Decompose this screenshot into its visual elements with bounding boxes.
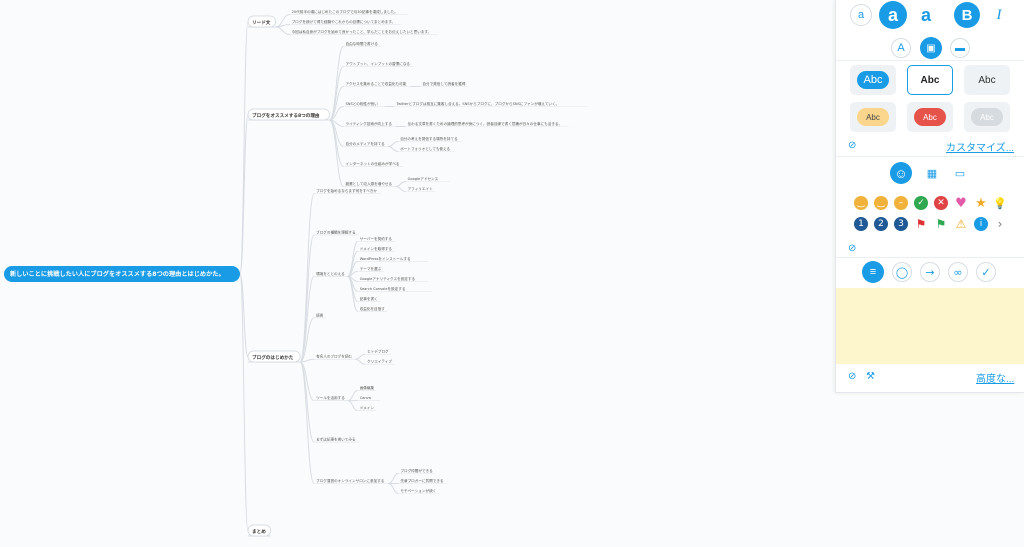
child-node[interactable]: アクセスを集めることで収益化も可能 [346, 81, 407, 86]
branch-node[interactable]: リード文 [247, 15, 276, 28]
grandchild-node[interactable]: 伝わる文章を書くための論理的思考が身につく。読者目線で書く意識が日々の仕事にも活… [408, 121, 562, 126]
style-tile-4[interactable]: Abc [850, 102, 896, 132]
number-2-icon[interactable]: 2 [874, 217, 888, 231]
child-node[interactable]: 今回は私自身がブログを始めて良かったこと、学んだことをお伝えしたいと思います。 [292, 29, 432, 34]
cross-icon[interactable]: ✕ [934, 196, 948, 210]
grandchild-node[interactable]: Googleアナリティクスを設定する [360, 276, 416, 281]
child-node[interactable]: アウトプット、インプットの習慣になる [346, 61, 411, 66]
text-size-medium-button[interactable]: a [920, 4, 931, 25]
grandchild-node[interactable]: ヒトデブログ [367, 349, 389, 354]
task-check-icon[interactable]: ✓ [976, 262, 996, 282]
grandchild-node[interactable]: 記事を書く [360, 296, 378, 301]
smiley-tab-icon[interactable]: ☺ [890, 162, 912, 184]
heart-icon[interactable]: ♥ [955, 195, 967, 211]
grandchild-node[interactable]: テーマを選ぶ [360, 266, 382, 271]
child-node[interactable]: 環境をととのえる [316, 271, 345, 276]
warning-icon[interactable]: ⚠ [955, 217, 967, 231]
grin-emoji-icon[interactable]: ‿ [854, 196, 868, 210]
number-3-icon[interactable]: 3 [894, 217, 908, 231]
image-tab-icon[interactable]: ▦ [926, 167, 938, 180]
style-tile-3[interactable]: Abc [964, 65, 1010, 95]
video-tab-icon[interactable]: ▭ [954, 167, 966, 180]
root-label: 新しいことに挑戦したい人にブログをオススメする8つの理由とはじめかた。 [10, 270, 225, 278]
child-node[interactable]: 読書 [316, 312, 324, 317]
child-node[interactable]: ブログ運営のオンラインサロンに参加する [316, 478, 385, 483]
child-node[interactable]: 20代前半の頃にはじめたこのブログで月30記事を達成しました。 [292, 9, 398, 14]
notes-area[interactable] [836, 288, 1024, 364]
italic-button[interactable]: I [996, 6, 1002, 23]
number-1-icon[interactable]: 1 [854, 217, 868, 231]
child-node[interactable]: 副業として収入源を増やせる [346, 181, 393, 186]
comment-icon[interactable]: ◯ [892, 262, 912, 282]
root-node[interactable]: 新しいことに挑戦したい人にブログをオススメする8つの理由とはじめかた。 [4, 266, 240, 282]
no-notes-icon[interactable]: ⊘ [848, 371, 857, 382]
branch-label: リード文 [252, 19, 271, 26]
grandchild-node[interactable]: ブログ仲間ができる [400, 468, 433, 473]
lightbulb-icon[interactable]: 💡 [993, 196, 1007, 210]
child-node[interactable]: インターネットの仕組みが学べる [346, 161, 400, 166]
child-node[interactable]: ライティング技術が向上する [346, 121, 393, 126]
text-size-large-button[interactable]: a [879, 1, 907, 29]
branch-node[interactable]: まとめ [247, 524, 272, 537]
smile-emoji-icon[interactable]: ‿ [874, 196, 888, 210]
star-icon[interactable]: ★ [975, 195, 987, 211]
green-flag-icon[interactable]: ⚑ [935, 217, 947, 231]
grandchild-node[interactable]: 自分の考えを発信する場所を持てる [400, 136, 458, 141]
grandchild-node[interactable]: Search Consoleを設定する [360, 286, 406, 291]
red-flag-icon[interactable]: ⚑ [915, 217, 927, 231]
grandchild-node[interactable]: Googleアドセンス [408, 176, 439, 181]
branch-label: まとめ [252, 528, 266, 535]
info-icon[interactable]: i [974, 217, 988, 231]
link-arrow-icon[interactable]: → [920, 262, 940, 282]
magic-wand-icon[interactable]: ⚒ [866, 371, 875, 382]
attachment-icon[interactable]: ∞ [948, 262, 968, 282]
neutral-emoji-icon[interactable]: – [894, 196, 908, 210]
grandchild-node[interactable]: ポートフォリオとしても使える [400, 146, 450, 151]
grandchild-node[interactable]: WordPressをインストールする [360, 256, 411, 261]
child-node[interactable]: まずは記事を書いてみる [316, 437, 356, 442]
font-icon[interactable]: A [891, 38, 911, 58]
child-node[interactable]: SNSとの相性が良い [346, 101, 379, 106]
child-node[interactable]: 自由な時間で書ける [346, 41, 379, 46]
grandchild-node[interactable]: アフィリエイト [408, 186, 433, 191]
check-icon[interactable]: ✓ [914, 196, 928, 210]
pill-shape-icon[interactable]: ▬ [950, 38, 970, 58]
grandchild-node[interactable]: Canva [360, 396, 371, 400]
grandchild-node[interactable]: サーバーを契約する [360, 236, 393, 241]
advanced-link[interactable]: 高度な... [976, 374, 1015, 385]
customize-link[interactable]: カスタマイズ... [946, 143, 1015, 154]
bold-button[interactable]: B [954, 2, 980, 28]
grandchild-node[interactable]: 収益化を目指す [360, 306, 386, 311]
text-size-small-button[interactable]: a [850, 4, 872, 26]
child-node[interactable]: ブログの種類を理解する [316, 229, 356, 234]
child-node[interactable]: 有名人のブログを読む [316, 354, 352, 359]
child-node[interactable]: ブログを続けて得た経験やこれからの目標についてまとめます。 [292, 19, 396, 24]
grandchild-node[interactable]: 画像編集 [360, 385, 375, 390]
branch-label: ブログのはじめかた [252, 354, 294, 361]
no-style-icon[interactable]: ⊘ [848, 140, 857, 151]
grandchild-node[interactable]: Twitterとブログは相互に集客し合える。SNSからブログに、ブログからSNS… [396, 101, 560, 106]
style-tile-1[interactable]: Abc [850, 65, 896, 95]
grandchild-node[interactable]: ドメインを取得する [360, 246, 393, 251]
no-icon-icon[interactable]: ⊘ [848, 243, 857, 254]
shape-style-icon[interactable]: ▣ [920, 37, 942, 59]
branch-node[interactable]: ブログのはじめかた [247, 350, 301, 363]
notes-icon[interactable]: ≡ [862, 261, 884, 283]
style-tile-2[interactable]: Abc [907, 65, 953, 95]
branch-label: ブログをオススメする8つの理由 [252, 112, 320, 119]
child-node[interactable]: ブログを始めるならまず何をすべきか [316, 188, 377, 193]
child-node[interactable]: 自分のメディアを持てる [346, 141, 386, 146]
grandchild-node[interactable]: 先輩ブロガーに質問できる [400, 478, 443, 483]
grandchild-node[interactable]: 自分で発信して読者を獲得 [422, 81, 465, 86]
grandchild-node[interactable]: クリエイティブ [367, 359, 392, 364]
style-tile-5[interactable]: Abc [907, 102, 953, 132]
child-node[interactable]: ツールを活用する [316, 395, 345, 400]
branch-node[interactable]: ブログをオススメする8つの理由 [247, 108, 330, 121]
style-tile-6[interactable]: Abc [964, 102, 1010, 132]
format-panel: a a a B I A ▣ ▬ Abc Abc Abc Abc Abc Abc … [835, 0, 1024, 393]
grandchild-node[interactable]: ドメイン [360, 406, 375, 410]
grandchild-node[interactable]: モチベーションが続く [400, 488, 436, 493]
more-chevron-icon[interactable]: › [997, 217, 1003, 231]
